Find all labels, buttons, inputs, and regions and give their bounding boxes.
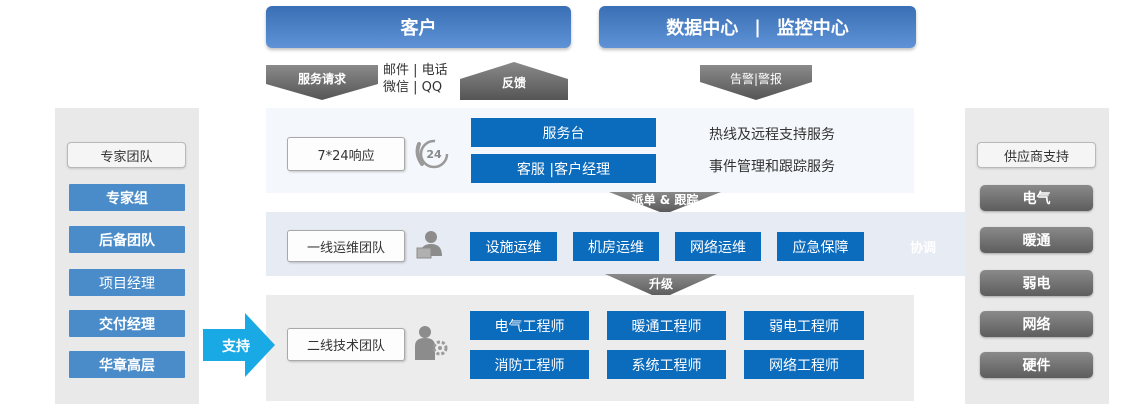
24-hour-phone-icon: 24 [415, 139, 449, 169]
vendor-item: 硬件 [980, 352, 1093, 378]
support-arrow [203, 313, 275, 377]
engineer-gear-icon [415, 326, 448, 360]
band2-team-label: 一线运维团队 [287, 230, 405, 262]
svg-text:24: 24 [426, 148, 442, 161]
upgrade-label: 升级 [648, 276, 673, 291]
ops-box: 网络运维 [675, 232, 761, 261]
service-desk-box: 服务台 [471, 118, 656, 147]
data-monitor-banner: 数据中心 | 监控中心 [599, 6, 916, 48]
account-manager-box: 客服 |客户经理 [471, 154, 656, 183]
engineer-box: 消防工程师 [470, 350, 589, 379]
alarm-label: 告警|警报 [729, 71, 783, 86]
expert-team-header: 专家团队 [67, 142, 186, 168]
service-request-arrow [266, 65, 378, 100]
customer-label: 客户 [400, 18, 437, 39]
dispatch-label: 派单 & 跟踪 [631, 192, 699, 207]
vendor-item: 暖通 [980, 227, 1093, 253]
alarm-arrow [700, 65, 812, 100]
band1-team-label: 7*24响应 [287, 137, 405, 171]
expert-item: 华章高层 [69, 351, 185, 378]
customer-banner: 客户 [266, 6, 571, 48]
feedback-arrow [460, 62, 568, 100]
monitor-center-label: 监控中心 [776, 18, 849, 39]
ops-box: 应急保障 [777, 232, 864, 261]
banner-separator: | [754, 16, 761, 38]
channels-line2: 微信 | QQ [383, 80, 443, 95]
band3-team-label: 二线技术团队 [287, 328, 405, 361]
band1-description: 事件管理和跟踪服务 [709, 159, 835, 175]
expert-item: 项目经理 [69, 269, 185, 296]
vendor-item: 网络 [980, 311, 1093, 337]
band1-description: 热线及远程支持服务 [709, 127, 835, 143]
expert-item: 专家组 [69, 184, 185, 211]
expert-item: 交付经理 [69, 310, 185, 337]
expert-item: 后备团队 [69, 226, 185, 253]
data-center-label: 数据中心 [666, 18, 739, 39]
channels-text: 邮件 | 电话 微信 | QQ [383, 62, 463, 96]
engineer-box: 电气工程师 [470, 311, 589, 340]
service-request-label: 服务请求 [297, 71, 346, 86]
engineer-box: 系统工程师 [607, 350, 726, 379]
engineer-box: 弱电工程师 [744, 311, 864, 340]
vendor-item: 电气 [980, 185, 1093, 211]
support-label: 支持 [222, 339, 250, 355]
feedback-label: 反馈 [501, 75, 526, 90]
ops-box: 机房运维 [573, 232, 659, 261]
engineer-box: 暖通工程师 [607, 311, 726, 340]
vendor-support-header: 供应商支持 [977, 142, 1096, 168]
dispatch-arrow [609, 192, 721, 214]
vendor-item: 弱电 [980, 270, 1093, 296]
engineer-box: 网络工程师 [744, 350, 864, 379]
engineer-laptop-icon [416, 231, 442, 259]
coordinate-label: 协调 [909, 240, 936, 256]
ops-box: 设施运维 [470, 232, 557, 261]
channels-line1: 邮件 | 电话 [383, 63, 448, 78]
upgrade-arrow [605, 274, 717, 299]
